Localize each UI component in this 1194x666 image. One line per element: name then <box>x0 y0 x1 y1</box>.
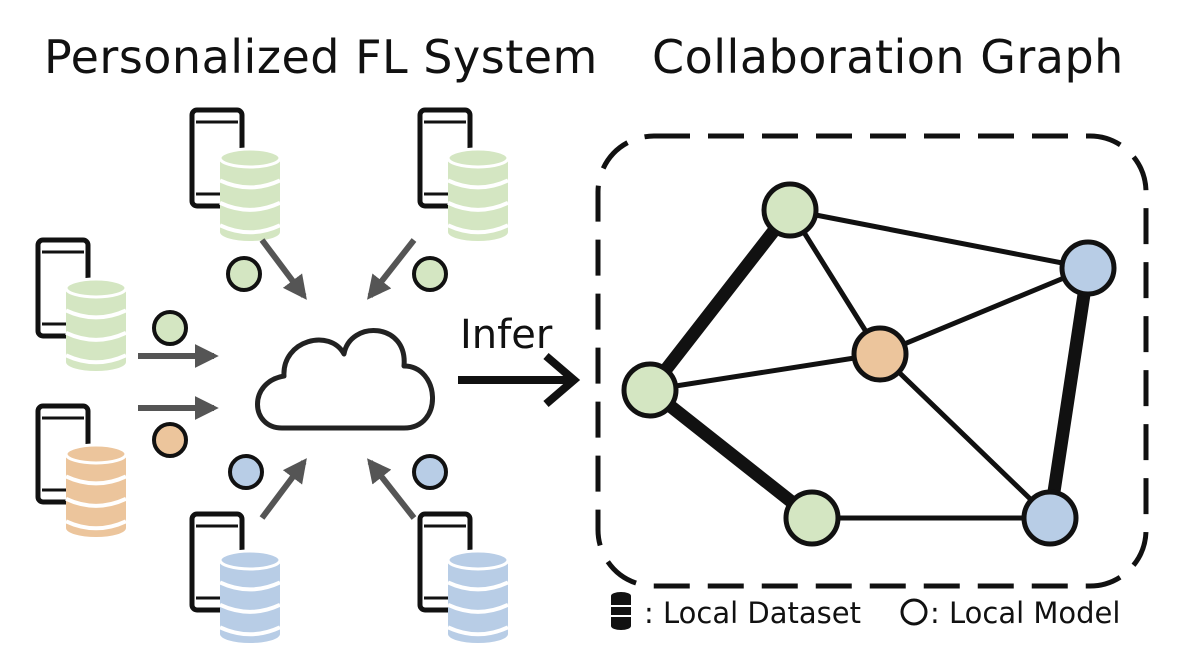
model-circle-bottom-left <box>228 454 264 490</box>
cloud-icon <box>255 328 435 431</box>
client-device-lower-left <box>35 403 128 537</box>
legend-dataset-label: : Local Dataset <box>644 596 861 630</box>
client-devices <box>35 107 510 643</box>
arrow-bottom-right <box>367 458 417 520</box>
database-icon <box>218 549 282 643</box>
edge-n-center-n-right <box>877 265 1091 357</box>
infer-label: Infer <box>460 312 553 358</box>
edge-n-right-n-bottom-right <box>1043 261 1095 525</box>
model-legend-icon <box>900 598 928 626</box>
client-device-mid-left <box>35 237 128 371</box>
edge-n-center-n-bottom-right <box>877 351 1053 521</box>
left-title: Personalized FL System <box>44 30 598 84</box>
graph-edges <box>643 203 1095 525</box>
model-circle-top-left <box>226 256 262 292</box>
graph-node-bottom <box>783 489 841 547</box>
model-circle-bottom-right <box>412 454 448 490</box>
upload-arrows <box>138 238 417 520</box>
client-model-circles <box>152 256 448 490</box>
client-device-bottom-left <box>189 511 282 643</box>
model-circle-top-right <box>412 256 448 292</box>
arrow-top-right <box>367 238 417 300</box>
collaboration-graph-frame <box>595 133 1149 589</box>
database-icon <box>446 147 510 241</box>
edge-n-left-n-center <box>647 351 883 393</box>
database-icon <box>446 549 510 643</box>
legend-model-label: : Local Model <box>930 596 1121 630</box>
database-icon <box>64 277 128 371</box>
model-circle-mid-left <box>152 310 188 346</box>
client-device-bottom-right <box>417 511 510 643</box>
right-title: Collaboration Graph <box>652 30 1124 84</box>
arrow-top-left <box>259 238 307 300</box>
edge-n-left-n-bottom <box>643 383 819 525</box>
edge-n-top-n-left <box>643 203 797 397</box>
graph-node-bottom-right <box>1021 489 1079 547</box>
graph-node-top <box>761 181 819 239</box>
infer-arrowhead <box>543 352 581 408</box>
graph-node-right <box>1059 239 1117 297</box>
client-device-top-right <box>417 107 510 241</box>
edge-n-top-n-right <box>787 207 1091 271</box>
database-icon <box>218 147 282 241</box>
graph-node-center <box>851 325 909 383</box>
database-icon <box>64 443 128 537</box>
arrow-bottom-left <box>259 458 307 520</box>
model-circle-lower-left <box>152 422 188 458</box>
client-device-top-left <box>189 107 282 241</box>
graph-nodes <box>621 181 1117 547</box>
database-legend-icon <box>611 592 631 630</box>
graph-node-left <box>621 361 679 419</box>
